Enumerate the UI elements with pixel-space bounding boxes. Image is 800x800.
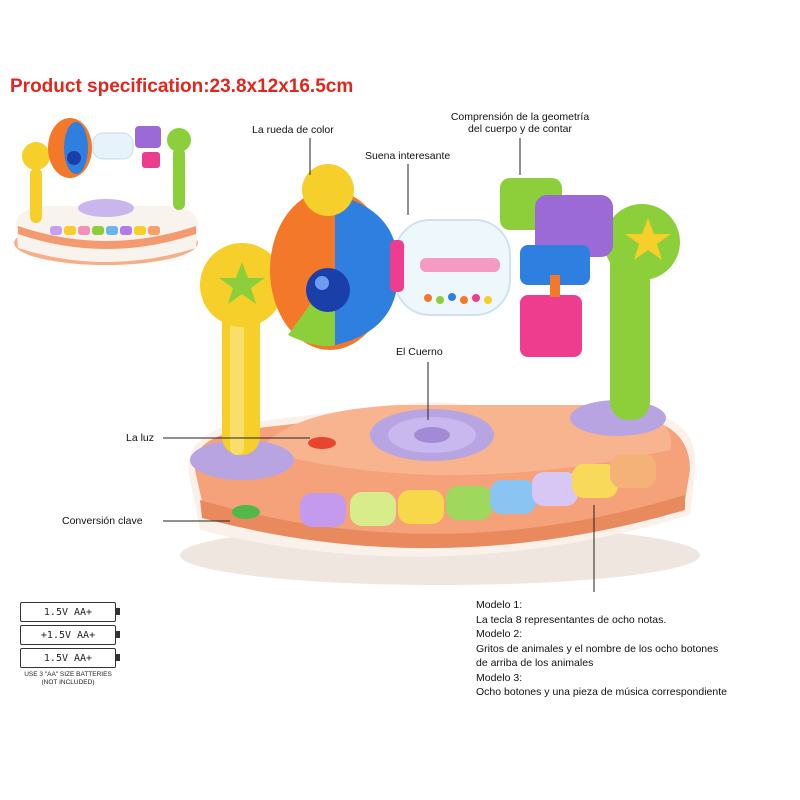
label-geometry-line1: Comprensión de la geometría (450, 111, 590, 123)
toy-thumbnail-image (14, 118, 198, 265)
mode-line: de arriba de los animales (476, 657, 594, 669)
toy-main-image (180, 164, 700, 585)
battery-cell: 1.5V AA+ (20, 602, 120, 622)
battery-note-line1: USE 3 "AA" SIZE BATTERIES (24, 671, 112, 678)
label-key-conversion: Conversión clave (62, 515, 143, 527)
label-geometry: Comprensión de la geometría del cuerpo y… (430, 111, 610, 135)
mode-descriptions: Modelo 1: La tecla 8 representantes de o… (476, 598, 796, 700)
mode-line: La tecla 8 representantes de ocho notas. (476, 613, 667, 626)
mode-line: Modelo 1: (476, 599, 523, 611)
label-light: La luz (126, 432, 155, 444)
label-geometry-line2: del cuerpo y de contar (468, 123, 572, 135)
mode-line: Modelo 2: (476, 628, 523, 640)
mode-line: Gritos de animales y el nombre de los oc… (476, 642, 719, 655)
label-horn: El Cuerno (396, 346, 443, 358)
mode-line: Modelo 3: (476, 671, 523, 684)
battery-cell: +1.5V AA+ (20, 625, 120, 645)
mode-line: Ocho botones y una pieza de música corre… (476, 686, 727, 698)
battery-diagram: 1.5V AA+ +1.5V AA+ 1.5V AA+ USE 3 "AA" S… (20, 602, 120, 687)
battery-note: USE 3 "AA" SIZE BATTERIES (NOT INCLUDED) (20, 671, 116, 687)
battery-cell: 1.5V AA+ (20, 648, 120, 668)
label-color-wheel: La rueda de color (252, 124, 334, 136)
product-spec-title: Product specification:23.8x12x16.5cm (10, 76, 354, 97)
battery-note-line2: (NOT INCLUDED) (41, 679, 95, 686)
label-interesting-sound: Suena interesante (365, 150, 451, 162)
